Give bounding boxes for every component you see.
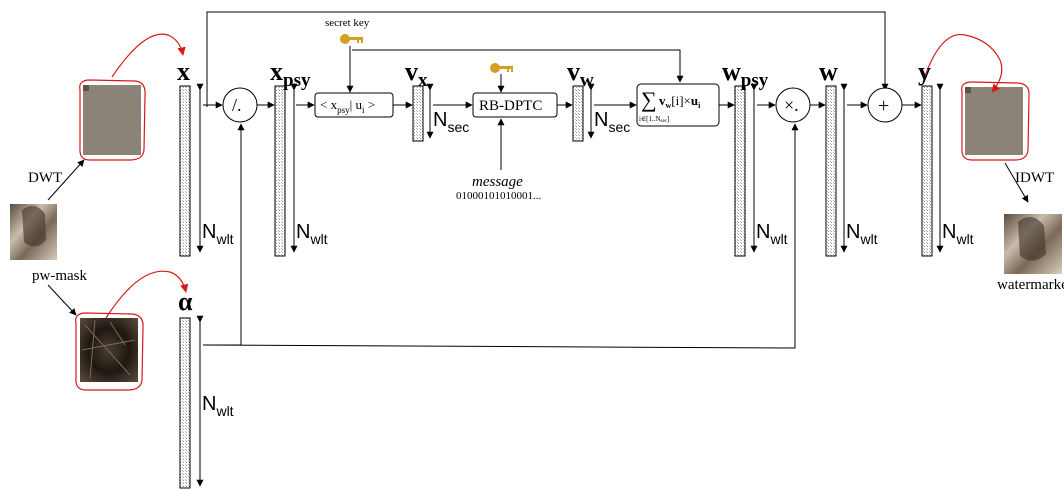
mask-image — [75, 312, 144, 391]
vx-vector-bar — [412, 85, 424, 142]
idwt-label: IDWT — [1015, 170, 1054, 186]
n-wlt-label-y: Nwlt — [942, 221, 974, 247]
dimension-arrows — [196, 83, 944, 487]
vw-label: vw — [567, 57, 594, 91]
n-wlt-label-alpha: Nwlt — [202, 393, 234, 419]
y-vector-bar — [921, 85, 933, 257]
rb-dptc-text: RB-DPTC — [479, 98, 542, 114]
multiply-symbol: ×. — [784, 95, 799, 115]
n-sec-label-vx: Nsec — [433, 109, 469, 135]
n-wlt-label-w: Nwlt — [846, 221, 878, 247]
xpsy-vector-bar — [274, 85, 286, 257]
vw-vector-bar — [572, 85, 584, 142]
idwt-arrow — [1004, 162, 1029, 203]
key-lines — [346, 46, 684, 170]
wpsy-label: wpsy — [722, 57, 769, 91]
dwt-coefficients-image — [79, 79, 146, 161]
secret-key-icon — [340, 34, 363, 44]
sum-expression: vw[i]×ui — [659, 93, 701, 110]
n-wlt-label-xpsy: Nwlt — [296, 221, 328, 247]
n-wlt-label-wpsy: Nwlt — [756, 221, 788, 247]
n-wlt-label-x: Nwlt — [202, 221, 234, 247]
y-label: y — [918, 57, 931, 86]
dwt-label: DWT — [28, 170, 62, 186]
wpsy-vector-bar — [734, 85, 746, 257]
pw-mask-label: pw-mask — [32, 268, 87, 284]
alpha-vector-bar — [179, 317, 191, 489]
inner-product-text: < xpsy| ui > — [320, 97, 375, 115]
divide-symbol: /. — [232, 95, 242, 115]
w-vector-bar — [825, 85, 837, 257]
alpha-lines — [202, 123, 799, 349]
w-label: w — [819, 57, 838, 86]
sum-symbol: ∑ — [641, 87, 657, 112]
rb-dptc-key-icon — [490, 63, 513, 73]
secret-key-label: secret key — [325, 17, 370, 29]
x-vector-bar — [179, 85, 191, 257]
watermarked-label: watermarked — [997, 277, 1064, 293]
vx-label: vx — [405, 57, 428, 91]
skip-connection-line — [206, 11, 889, 107]
n-sec-label-vw: Nsec — [594, 109, 630, 135]
x-label: x — [177, 57, 190, 86]
dwt-arrow — [47, 159, 85, 201]
pw-mask-arrow — [47, 284, 77, 316]
add-symbol: + — [878, 95, 889, 117]
x-annotation-arrow — [111, 33, 186, 78]
message-bits-label: 01000101010001... — [456, 190, 542, 202]
xpsy-label: xpsy — [270, 57, 311, 91]
y-annotation-arrow — [922, 33, 1003, 93]
watermarked-output-image — [1004, 214, 1062, 274]
sum-range: i∈[1..Nsec] — [639, 115, 669, 124]
message-label: message — [472, 174, 523, 190]
alpha-annotation-arrow — [105, 270, 189, 319]
alpha-label: α — [178, 287, 193, 316]
watermarked-coefficients-image — [961, 81, 1030, 161]
original-image — [10, 204, 57, 260]
